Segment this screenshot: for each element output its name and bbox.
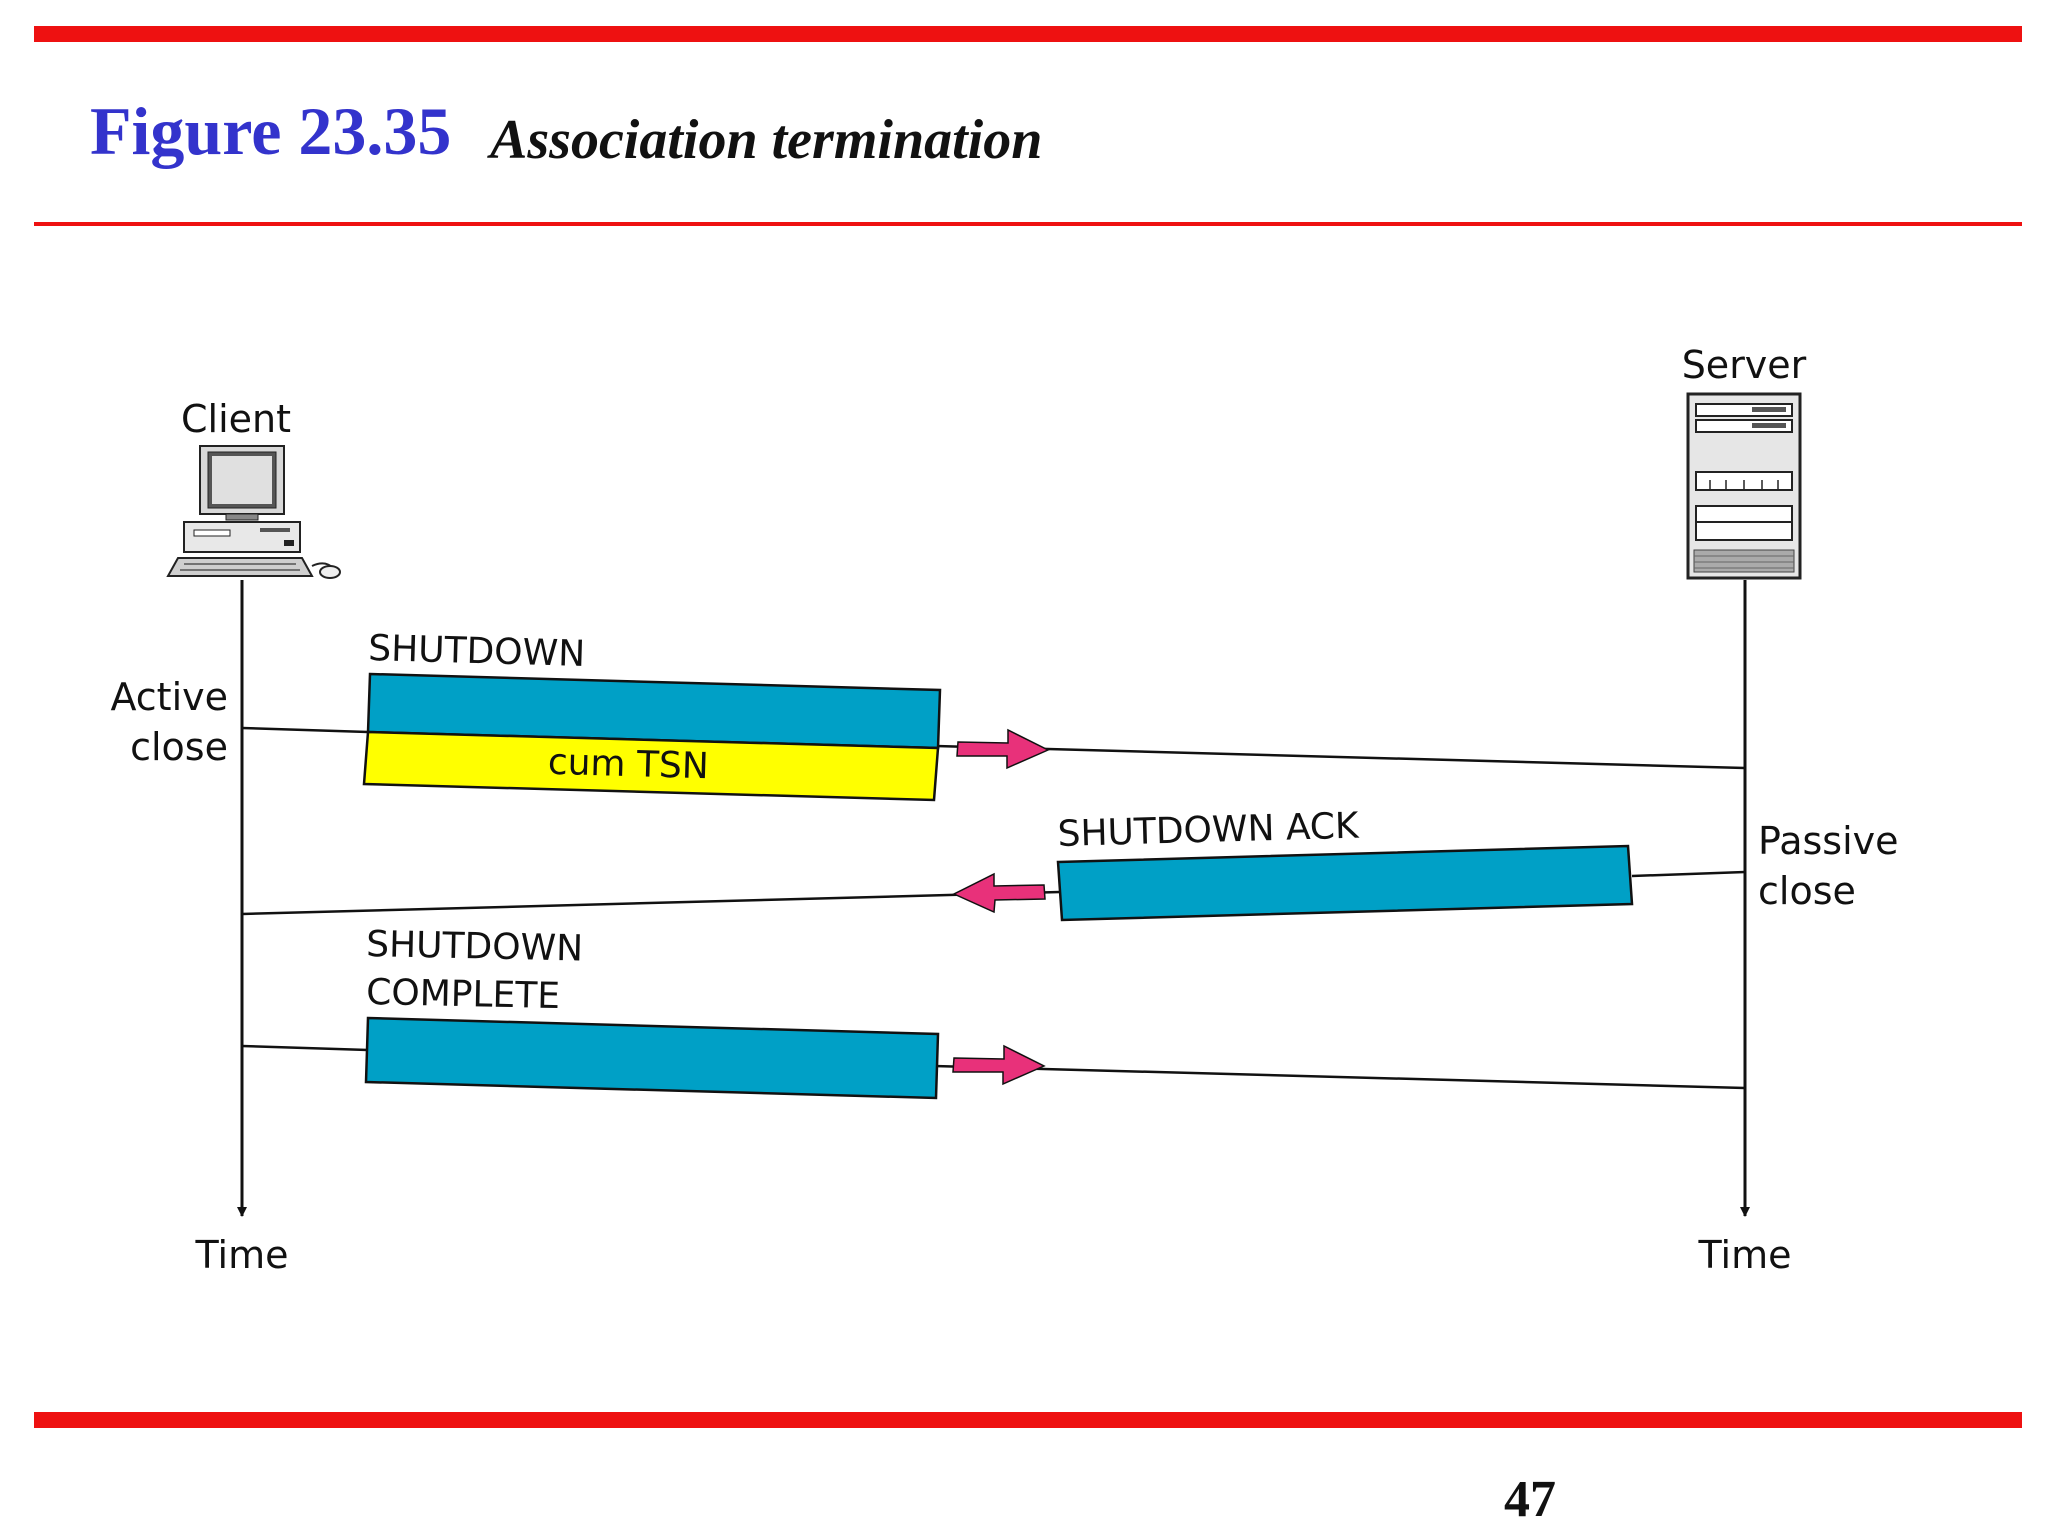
page-number: 47 [1504, 1471, 1556, 1528]
figure-title: Association termination [490, 109, 1043, 171]
server-label: Server [1682, 343, 1807, 387]
shutdown-ack-label: SHUTDOWN ACK [1057, 806, 1360, 855]
active-close-label-line2: close [130, 725, 228, 769]
shutdown-ack-message [241, 844, 1746, 922]
shutdown-complete-label-line1: SHUTDOWN [366, 924, 584, 970]
figure-number: Figure 23.35 [90, 93, 452, 169]
server-time-label: Time [1698, 1233, 1792, 1277]
client-time-label: Time [195, 1233, 289, 1277]
passive-close-label-line1: Passive [1758, 819, 1899, 863]
shutdown-ack-direction-arrow [952, 872, 1046, 914]
active-close-label-line1: Active [110, 675, 228, 719]
shutdown-label: SHUTDOWN [368, 628, 586, 675]
shutdown-message [241, 672, 1746, 802]
title-underline-rule [34, 222, 2022, 226]
cum-tsn-field [362, 730, 940, 802]
top-rule-thick [34, 26, 2022, 42]
shutdown-direction-arrow [956, 728, 1050, 770]
shutdown-complete-message [241, 1016, 1746, 1100]
cum-tsn-label: cum TSN [547, 742, 709, 787]
shutdown-complete-chunk [364, 1016, 940, 1100]
bottom-rule-thick [34, 1412, 2022, 1428]
shutdown-complete-direction-arrow [952, 1044, 1046, 1086]
passive-close-label-line2: close [1758, 869, 1856, 913]
client-label: Client [181, 397, 291, 441]
shutdown-ack-chunk [1056, 844, 1634, 922]
shutdown-complete-label-line2: COMPLETE [366, 972, 561, 1017]
server-icon [1686, 392, 1802, 580]
client-computer-icon [166, 445, 341, 579]
